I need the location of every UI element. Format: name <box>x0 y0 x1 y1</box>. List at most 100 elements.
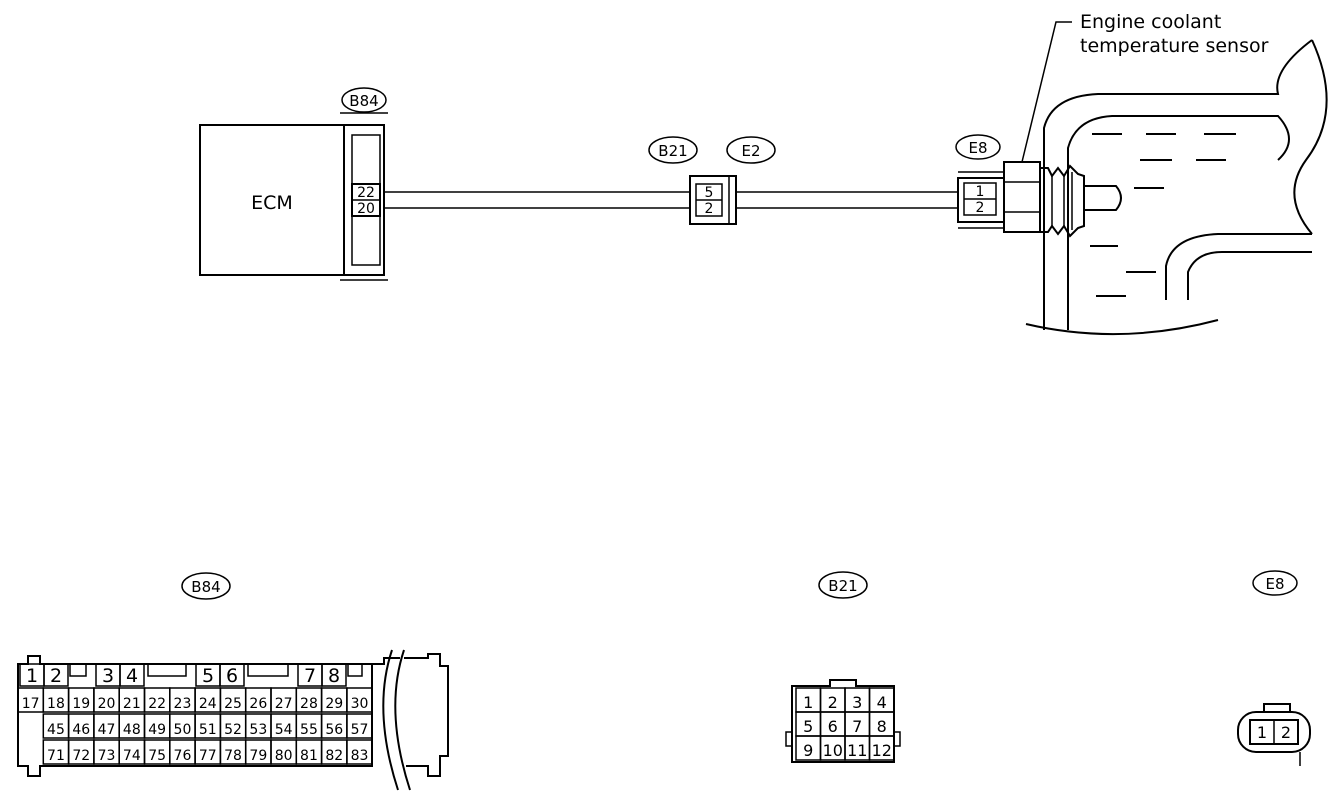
b84-pin-74: 74 <box>123 748 141 764</box>
b84-pin-54: 54 <box>275 722 293 738</box>
b84-pin-50: 50 <box>174 722 192 738</box>
b84-pin-4: 4 <box>126 665 138 687</box>
b84-pin-53: 53 <box>249 722 267 738</box>
b84-pin-4-cell <box>119 663 145 687</box>
b84-pin-83: 83 <box>351 748 369 764</box>
b84-pin-8-cell <box>321 663 347 687</box>
b84-pin-72: 72 <box>72 748 90 764</box>
b21-pin-11: 11 <box>847 741 867 760</box>
sensor-connector-tag-label: E8 <box>968 139 987 157</box>
e8-pin-1: 1 <box>1257 723 1267 742</box>
b84-pin-57-cell <box>346 713 373 739</box>
b84-pin-3: 3 <box>102 665 114 687</box>
b21-view-tag: B21 <box>818 571 868 599</box>
junction-tag-b21: B21 <box>648 136 698 164</box>
ecm-pin-22: 22 <box>357 185 375 201</box>
b84-pin-80: 80 <box>275 748 293 764</box>
junction-pin-5: 5 <box>705 185 714 201</box>
b84-pin-23: 23 <box>174 696 192 712</box>
b84-pin-45: 45 <box>47 722 65 738</box>
b84-pin-6: 6 <box>226 665 238 687</box>
b84-pin-79: 79 <box>249 748 267 764</box>
b21-pin-5: 5 <box>803 717 813 736</box>
b84-pin-22: 22 <box>148 696 166 712</box>
b84-pin-2: 2 <box>50 665 62 687</box>
b84-pin-47: 47 <box>98 722 116 738</box>
junction-tag-e2: E2 <box>726 136 776 164</box>
b84-pin-77: 77 <box>199 748 217 764</box>
b84-pin-29: 29 <box>325 696 343 712</box>
b21-pin-8: 8 <box>877 717 887 736</box>
e8-connector-face: 1 2 <box>1237 703 1311 766</box>
e8-pin-2: 2 <box>1281 723 1291 742</box>
harness-wires <box>384 191 958 209</box>
b84-pin-19: 19 <box>72 696 90 712</box>
ecm-connector-tag: B84 <box>341 87 387 113</box>
b21-pin-2: 2 <box>828 693 838 712</box>
b84-pin-30-cell <box>346 687 373 713</box>
b84-pin-21: 21 <box>123 696 141 712</box>
e8-view-tag: E8 <box>1252 570 1298 596</box>
b84-pin-6-cell <box>219 663 245 687</box>
b84-pin-48: 48 <box>123 722 141 738</box>
b84-pin-26: 26 <box>249 696 267 712</box>
ecm-pin-20: 20 <box>357 201 375 217</box>
b84-notch <box>347 664 363 677</box>
b21-pin-9: 9 <box>803 741 813 760</box>
junction-tag-e2-label: E2 <box>741 142 760 160</box>
b21-pin-3: 3 <box>852 693 862 712</box>
b84-view-tag-label: B84 <box>191 578 220 596</box>
b84-pin-8: 8 <box>328 665 340 687</box>
b84-pin-7: 7 <box>304 665 316 687</box>
b84-pin-75: 75 <box>148 748 166 764</box>
junction-connector: 5 2 <box>689 175 737 225</box>
b84-pin-18: 18 <box>47 696 65 712</box>
b84-pin-51: 51 <box>199 722 217 738</box>
coolant-sensor-body <box>1003 161 1122 238</box>
b84-pin-78: 78 <box>224 748 242 764</box>
b84-pin-20: 20 <box>98 696 116 712</box>
junction-tag-b21-label: B21 <box>658 142 687 160</box>
b21-pin-12: 12 <box>872 741 892 760</box>
b21-pin-6: 6 <box>828 717 838 736</box>
sensor-pin-1: 1 <box>976 184 985 200</box>
b84-notch <box>247 664 289 677</box>
b84-pin-1: 1 <box>26 665 38 687</box>
b21-pin-1: 1 <box>803 693 813 712</box>
sensor-connector-tag: E8 <box>955 134 1001 160</box>
sensor-connector: 1 2 <box>957 171 1005 229</box>
b84-pin-24: 24 <box>199 696 217 712</box>
b84-pin-73: 73 <box>98 748 116 764</box>
b84-notch <box>147 664 187 677</box>
b84-view-tag: B84 <box>181 572 231 600</box>
b84-pin-2-cell <box>43 663 69 687</box>
b84-pin-82: 82 <box>325 748 343 764</box>
engine-water-jacket <box>1025 39 1328 336</box>
ecm-label: ECM <box>251 192 293 214</box>
sensor-pin-2: 2 <box>976 200 985 216</box>
b84-pin-56: 56 <box>325 722 343 738</box>
junction-pin-2: 2 <box>705 201 714 217</box>
sensor-label-line1: Engine coolant <box>1080 11 1221 33</box>
b84-pin-30: 30 <box>351 696 369 712</box>
sensor-callout: Engine coolant temperature sensor <box>1021 11 1269 163</box>
b84-pin-46: 46 <box>72 722 90 738</box>
b21-pin-12-cell <box>868 735 895 761</box>
ecm-connector-label: B84 <box>349 92 378 110</box>
b21-pin-10: 10 <box>823 741 843 760</box>
b84-pin-52: 52 <box>224 722 242 738</box>
b84-pin-25: 25 <box>224 696 242 712</box>
b84-pin-28: 28 <box>300 696 318 712</box>
b84-pin-49: 49 <box>148 722 166 738</box>
sensor-label-line2: temperature sensor <box>1080 35 1269 57</box>
b21-pin-4: 4 <box>877 693 887 712</box>
e8-view-tag-label: E8 <box>1265 575 1284 593</box>
b84-pin-5: 5 <box>202 665 214 687</box>
b84-pin-81: 81 <box>300 748 318 764</box>
b84-pin-17: 17 <box>22 696 40 712</box>
